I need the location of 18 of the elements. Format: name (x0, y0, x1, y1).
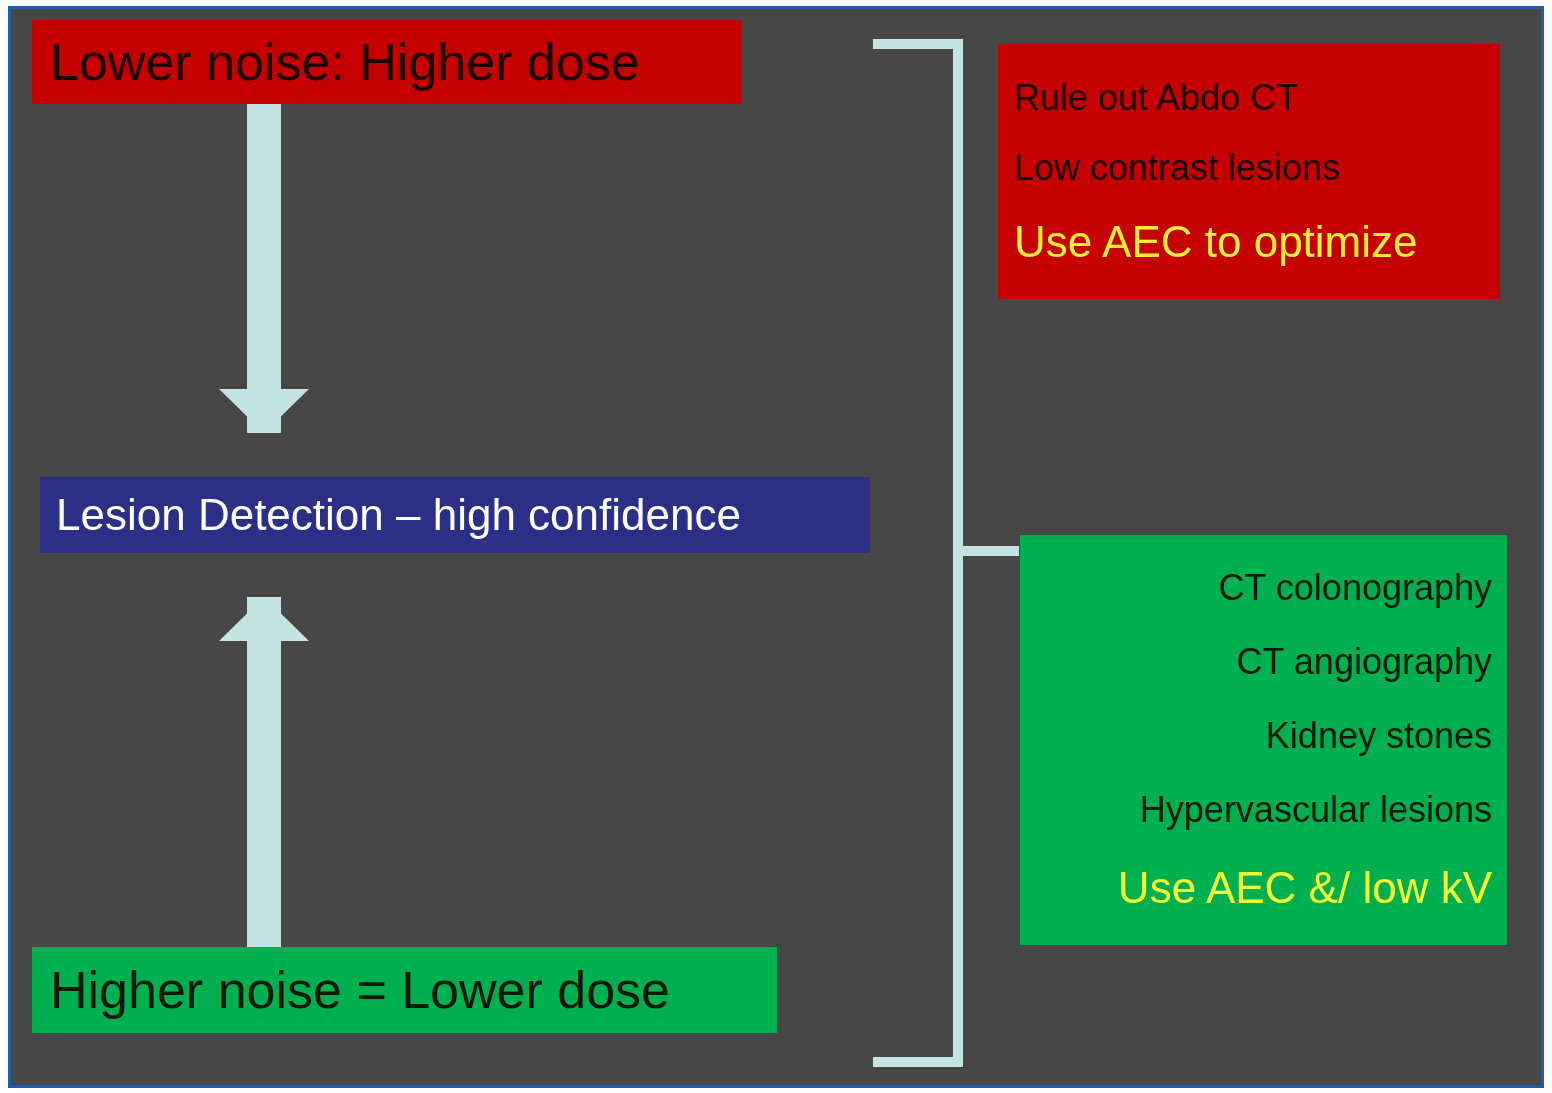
box-text: Low contrast lesions (1014, 146, 1341, 189)
result-box (40, 477, 870, 553)
title-box (32, 20, 742, 104)
box-text: Use AEC &/ low kV (1117, 863, 1492, 913)
box-text: Kidney stones (1265, 715, 1492, 757)
box-text: Use AEC to optimize (1014, 216, 1418, 267)
box-text: Lower noise: Higher dose (50, 32, 640, 92)
heading-text: CT colonography (1218, 567, 1492, 609)
arrow (219, 597, 309, 947)
box-text: Higher noise = Lower dose (50, 960, 671, 1020)
heading-text: Rule out Abdo CT (1014, 76, 1299, 119)
note-box (1020, 535, 1507, 945)
note-box (998, 44, 1500, 299)
title-box (32, 947, 777, 1033)
arrow (219, 104, 309, 433)
box-text: Hypervascular lesions (1139, 789, 1492, 831)
box-text: Lesion Detection – high confidence (56, 490, 741, 540)
box-text: CT angiography (1236, 641, 1492, 683)
